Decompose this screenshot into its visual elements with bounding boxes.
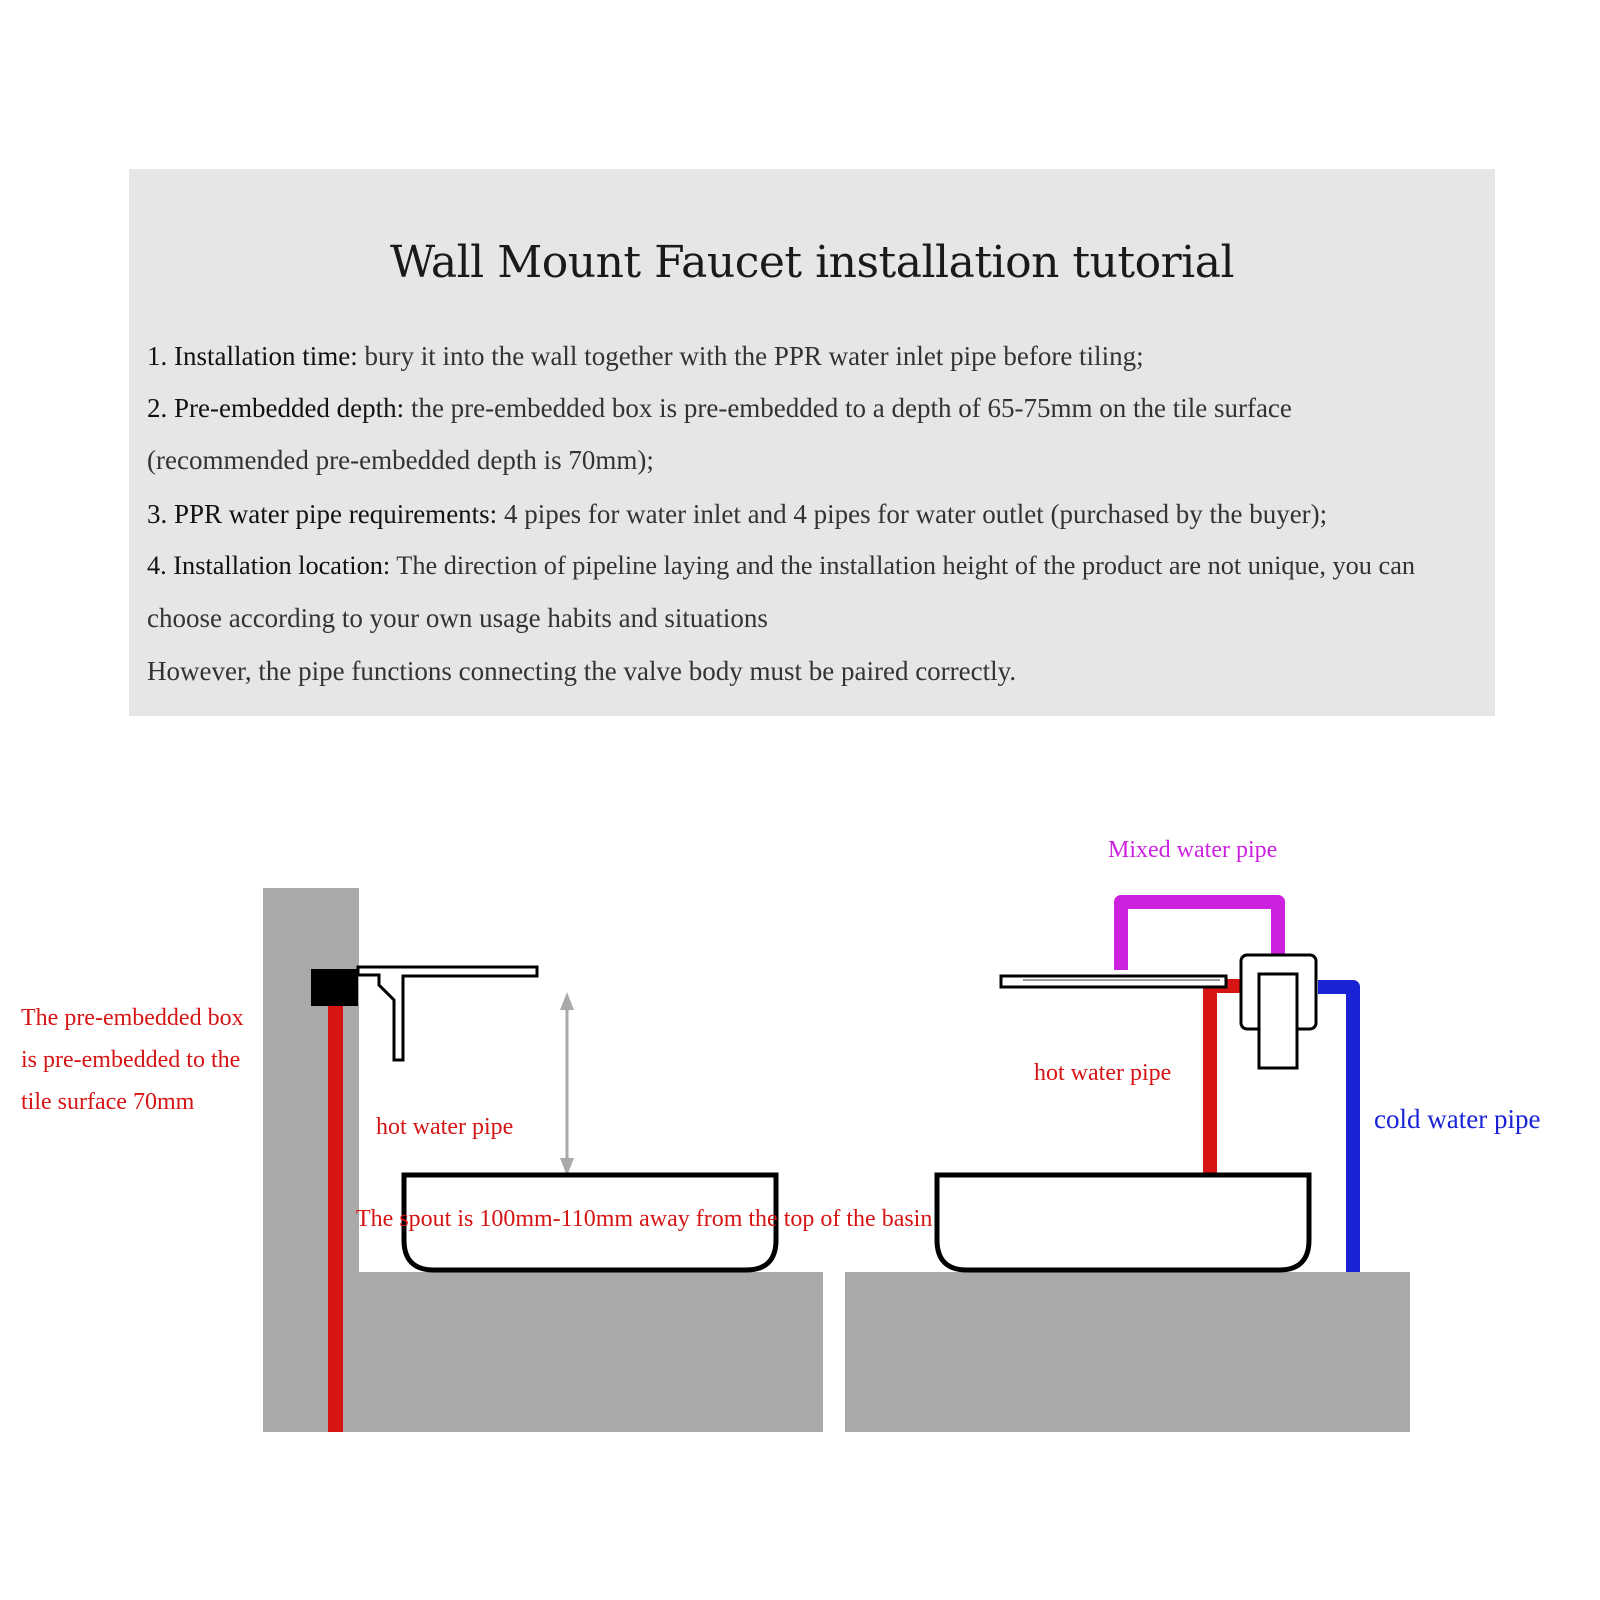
hot-pipe-left [328,995,343,1432]
arrow-up-icon [560,992,574,1010]
basin-left [401,1172,779,1273]
valve-handle [1257,972,1299,1070]
pre-embedded-box [311,969,358,1006]
spout-right [999,974,1228,989]
step-3-lead: 3. PPR water pipe requirements: [147,499,498,529]
step-1-lead: 1. Installation time: [147,341,358,371]
step-3: 3. PPR water pipe requirements: 4 pipes … [147,499,1327,530]
counter-left [359,1272,823,1432]
step-2-text: the pre-embedded box is pre-embedded to … [404,393,1292,423]
left-diagram: The pre-embedded box is pre-embedded to … [21,888,932,1432]
cold-pipe [1318,980,1360,1272]
faucet-left [356,965,539,1062]
hot-label-right: hot water pipe [1034,1060,1171,1086]
right-diagram: Mixed water pipe hot water pipe cold wat… [845,837,1540,1432]
step-2-cont-text: (recommended pre-embedded depth is 70mm)… [147,445,654,475]
tutorial-panel: Wall Mount Faucet installation tutorial … [129,169,1495,716]
step-4-cont: choose according to your own usage habit… [147,603,768,634]
step-note-text: However, the pipe functions connecting t… [147,656,1017,686]
step-1: 1. Installation time: bury it into the w… [147,341,1144,372]
box-label-line-2: is pre-embedded to the [21,1047,240,1073]
step-note: However, the pipe functions connecting t… [147,656,1016,687]
step-2: 2. Pre-embedded depth: the pre-embedded … [147,393,1292,424]
hot-label-left: hot water pipe [376,1114,513,1140]
step-2-cont: (recommended pre-embedded depth is 70mm)… [147,445,654,476]
counter-right [845,1272,1410,1432]
step-4-text: The direction of pipeline laying and the… [390,551,1416,580]
mixed-label: Mixed water pipe [1108,837,1277,863]
step-3-text: 4 pipes for water inlet and 4 pipes for … [497,499,1328,529]
step-2-lead: 2. Pre-embedded depth: [147,393,405,423]
step-4: 4. Installation location: The direction … [147,551,1415,581]
basin-right [934,1172,1312,1273]
arrow-down-icon [560,1158,574,1176]
tutorial-title: Wall Mount Faucet installation tutorial [389,237,1235,288]
cold-label: cold water pipe [1374,1104,1540,1134]
spout-note: The spout is 100mm-110mm away from the t… [356,1206,932,1232]
box-label-line-1: The pre-embedded box [21,1005,244,1031]
step-4-lead: 4. Installation location: [147,551,391,580]
mixed-pipe [1114,895,1285,970]
step-1-text: bury it into the wall together with the … [357,341,1144,371]
step-4-cont-text: choose according to your own usage habit… [147,603,768,633]
box-label-line-3: tile surface 70mm [21,1089,195,1115]
